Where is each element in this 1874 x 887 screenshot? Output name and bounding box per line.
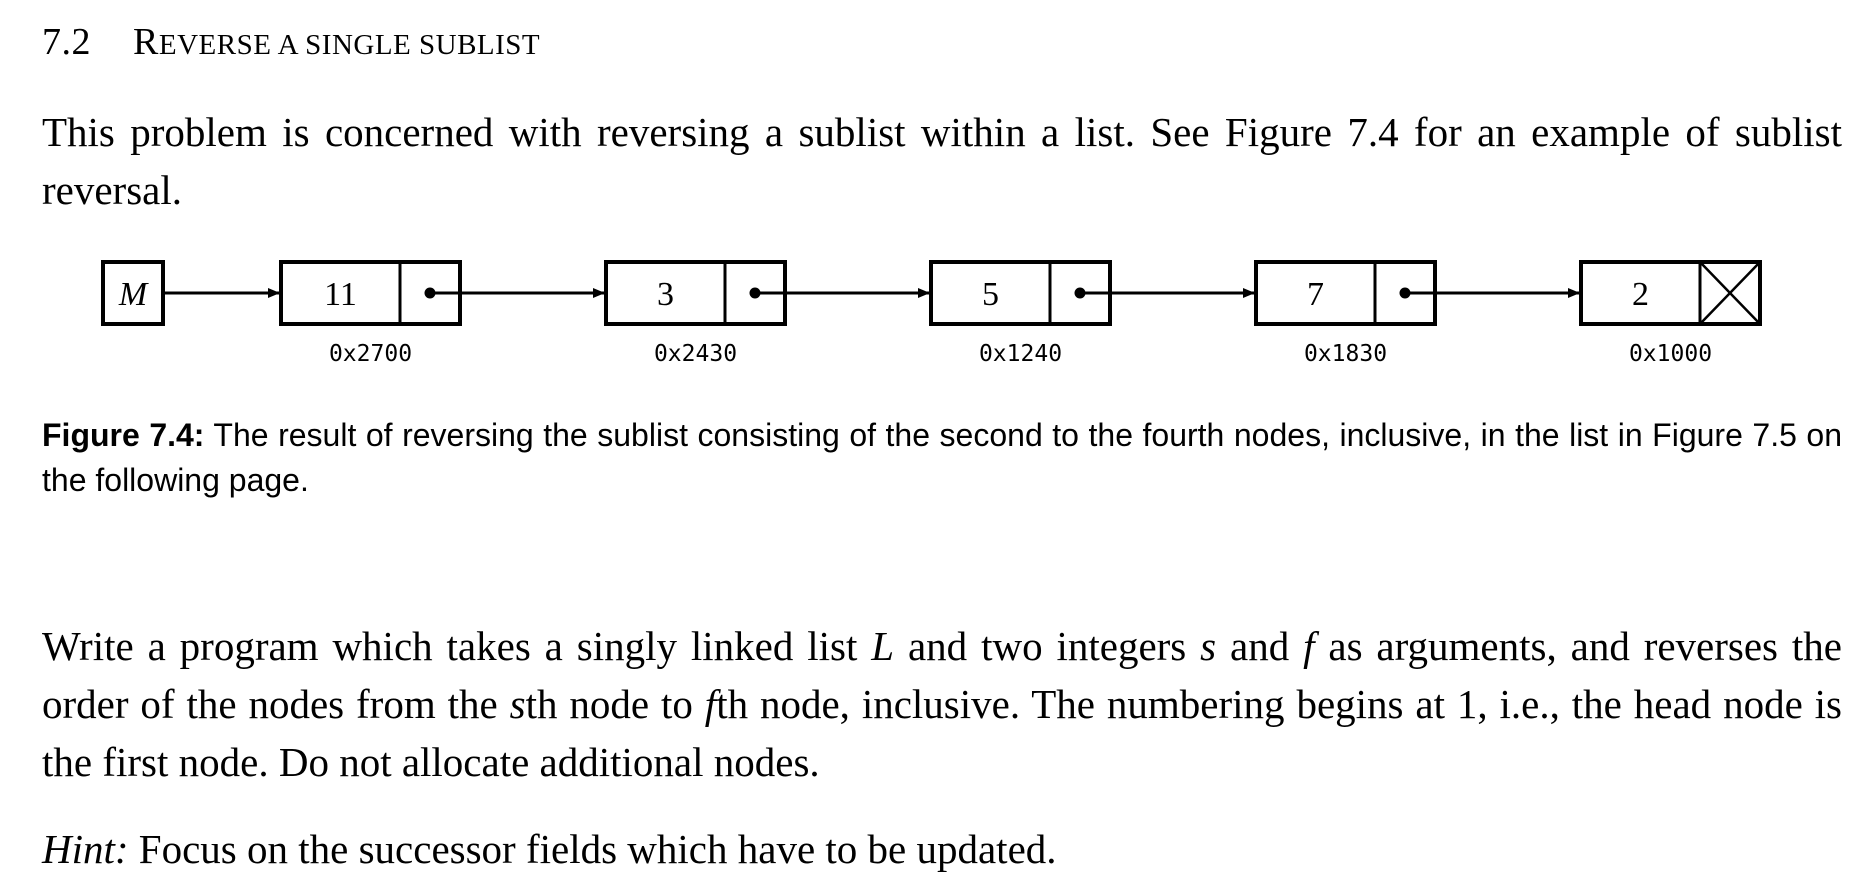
intro-paragraph: This problem is concerned with reversing… (42, 109, 1842, 213)
problem-text-4: as arguments, and reverses the order of … (42, 623, 1842, 727)
node-value: 11 (324, 276, 357, 313)
linked-list-figure: M 11 0x2700 3 0x2430 5 0x1240 7 0x1830 2 0x1000 (101, 260, 1762, 367)
node-address: 0x1830 (1304, 341, 1387, 367)
figure-caption-label: Figure 7.4: (42, 417, 205, 453)
node-value: 5 (982, 276, 999, 313)
var-L: L (871, 623, 895, 669)
var-s-ordinal: s (509, 681, 526, 727)
section-title-initial: R (133, 21, 159, 63)
node-address: 0x2700 (329, 341, 412, 367)
node-value: 2 (1632, 276, 1649, 313)
null-cross-b (1699, 261, 1761, 325)
problem-statement: Write a program which takes a singly lin… (42, 617, 1842, 791)
problem-text-5: th node to (525, 681, 705, 727)
hint-label: Hint: (42, 826, 129, 872)
var-f: f (1303, 623, 1315, 669)
hint: Hint: Focus on the successor fields whic… (42, 820, 1057, 878)
node-address: 0x1000 (1629, 341, 1712, 367)
var-s: s (1200, 623, 1217, 669)
node-address: 0x2430 (654, 341, 737, 367)
figure-caption: Figure 7.4: The result of reversing the … (42, 413, 1842, 503)
problem-text-3: and (1216, 623, 1304, 669)
node-box (1579, 260, 1762, 326)
section-title-rest: EVERSE A SINGLE SUBLIST (158, 29, 541, 61)
section-heading: 7.2 REVERSE A SINGLE SUBLIST (42, 20, 540, 64)
problem-text-1: Write a program which takes a singly lin… (42, 623, 872, 669)
var-f-ordinal: f (704, 681, 717, 727)
node-address: 0x1240 (979, 341, 1062, 367)
head-label: M (118, 276, 149, 313)
section-number: 7.2 (42, 21, 91, 63)
problem-text-6: th node, inclusive. The numbering begins… (42, 681, 1843, 785)
hint-text: Focus on the successor fields which have… (128, 826, 1057, 872)
node-value: 3 (657, 276, 674, 313)
node-value: 7 (1307, 276, 1324, 313)
figure-caption-text: The result of reversing the sublist cons… (42, 417, 1843, 498)
problem-text-2: and two integers (894, 623, 1201, 669)
